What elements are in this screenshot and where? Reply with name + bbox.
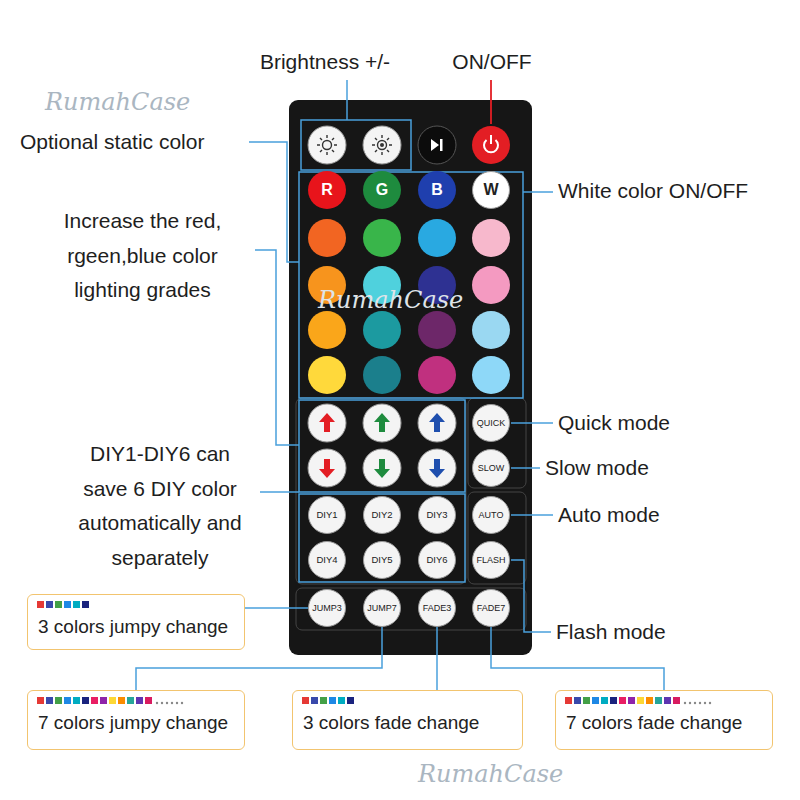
button-label: R	[321, 182, 333, 198]
mode-box: 7 colors fade change	[555, 690, 773, 750]
callout-label: ON/OFF	[432, 45, 552, 80]
remote-button: FADE7	[472, 589, 510, 627]
power-button	[472, 126, 510, 164]
button-label: JUMP7	[367, 604, 397, 613]
color-strip	[565, 696, 732, 706]
callout-label: Auto mode	[558, 498, 758, 533]
remote-button: DIY6	[418, 541, 456, 579]
remote-button: JUMP7	[363, 589, 401, 627]
mode-box: 3 colors jumpy change	[27, 594, 245, 650]
callout-label: Quick mode	[558, 406, 758, 441]
arrow-buttons	[308, 404, 456, 487]
button-label: AUTO	[479, 511, 504, 520]
remote-body	[289, 100, 532, 655]
watermark: RumahCase	[45, 88, 245, 117]
mode-label: 3 colors fade change	[303, 712, 479, 734]
button-label: DIY2	[371, 510, 392, 520]
color-strip	[37, 600, 141, 610]
brightness-down-button	[308, 126, 346, 164]
leader-line	[490, 80, 492, 124]
remote-button: W	[472, 171, 510, 209]
button-label: DIY5	[371, 555, 392, 565]
brightness-up-button	[363, 126, 401, 164]
mode-box: 3 colors fade change	[292, 690, 523, 750]
button-label: DIY1	[316, 510, 337, 520]
remote-button: DIY2	[363, 496, 401, 534]
remote-button: AUTO	[472, 496, 510, 534]
color-strip	[302, 696, 406, 706]
button-label: JUMP3	[312, 604, 342, 613]
button-label: FADE3	[423, 604, 452, 613]
button-label: G	[376, 182, 388, 198]
remote-button: QUICK	[472, 404, 510, 442]
remote-button: DIY3	[418, 496, 456, 534]
mode-label: 7 colors fade change	[566, 712, 742, 734]
callout-label: Flash mode	[556, 615, 756, 650]
button-label: DIY4	[316, 555, 337, 565]
button-label: DIY6	[426, 555, 447, 565]
remote-button: SLOW	[472, 449, 510, 487]
callout-label: Increase the red, rgeen,blue color light…	[40, 204, 245, 308]
button-label: SLOW	[478, 464, 505, 473]
color-strip	[37, 696, 204, 706]
remote-button: DIY5	[363, 541, 401, 579]
callout-frames	[299, 120, 523, 582]
mode-label: 3 colors jumpy change	[38, 616, 228, 638]
watermark: RumahCase	[418, 760, 618, 789]
callout-label: DIY1-DIY6 can save 6 DIY color automatic…	[65, 437, 255, 576]
remote-button: B	[418, 171, 456, 209]
remote-button: FADE3	[418, 589, 456, 627]
remote-button: DIY4	[308, 541, 346, 579]
callout-label: White color ON/OFF	[558, 174, 794, 209]
button-label: B	[431, 182, 443, 198]
mode-label: 7 colors jumpy change	[38, 712, 228, 734]
connector	[245, 607, 308, 609]
button-label: DIY3	[426, 510, 447, 520]
connector	[436, 627, 438, 690]
button-label: FADE7	[477, 604, 506, 613]
watermark: RumahCase	[318, 286, 518, 315]
remote-button: JUMP3	[308, 589, 346, 627]
button-label: FLASH	[476, 556, 505, 565]
remote-button: G	[363, 171, 401, 209]
callout-label: Slow mode	[545, 451, 745, 486]
remote-button: DIY1	[308, 496, 346, 534]
mode-box: 7 colors jumpy change	[27, 690, 245, 750]
leader-lines	[249, 80, 553, 632]
button-label: W	[483, 182, 498, 198]
button-label: QUICK	[477, 419, 506, 428]
callout-label: Brightness +/-	[225, 45, 425, 80]
remote-button: FLASH	[472, 541, 510, 579]
play-pause-button	[418, 126, 456, 164]
callout-label: Optional static color	[20, 125, 260, 160]
remote-button: R	[308, 171, 346, 209]
